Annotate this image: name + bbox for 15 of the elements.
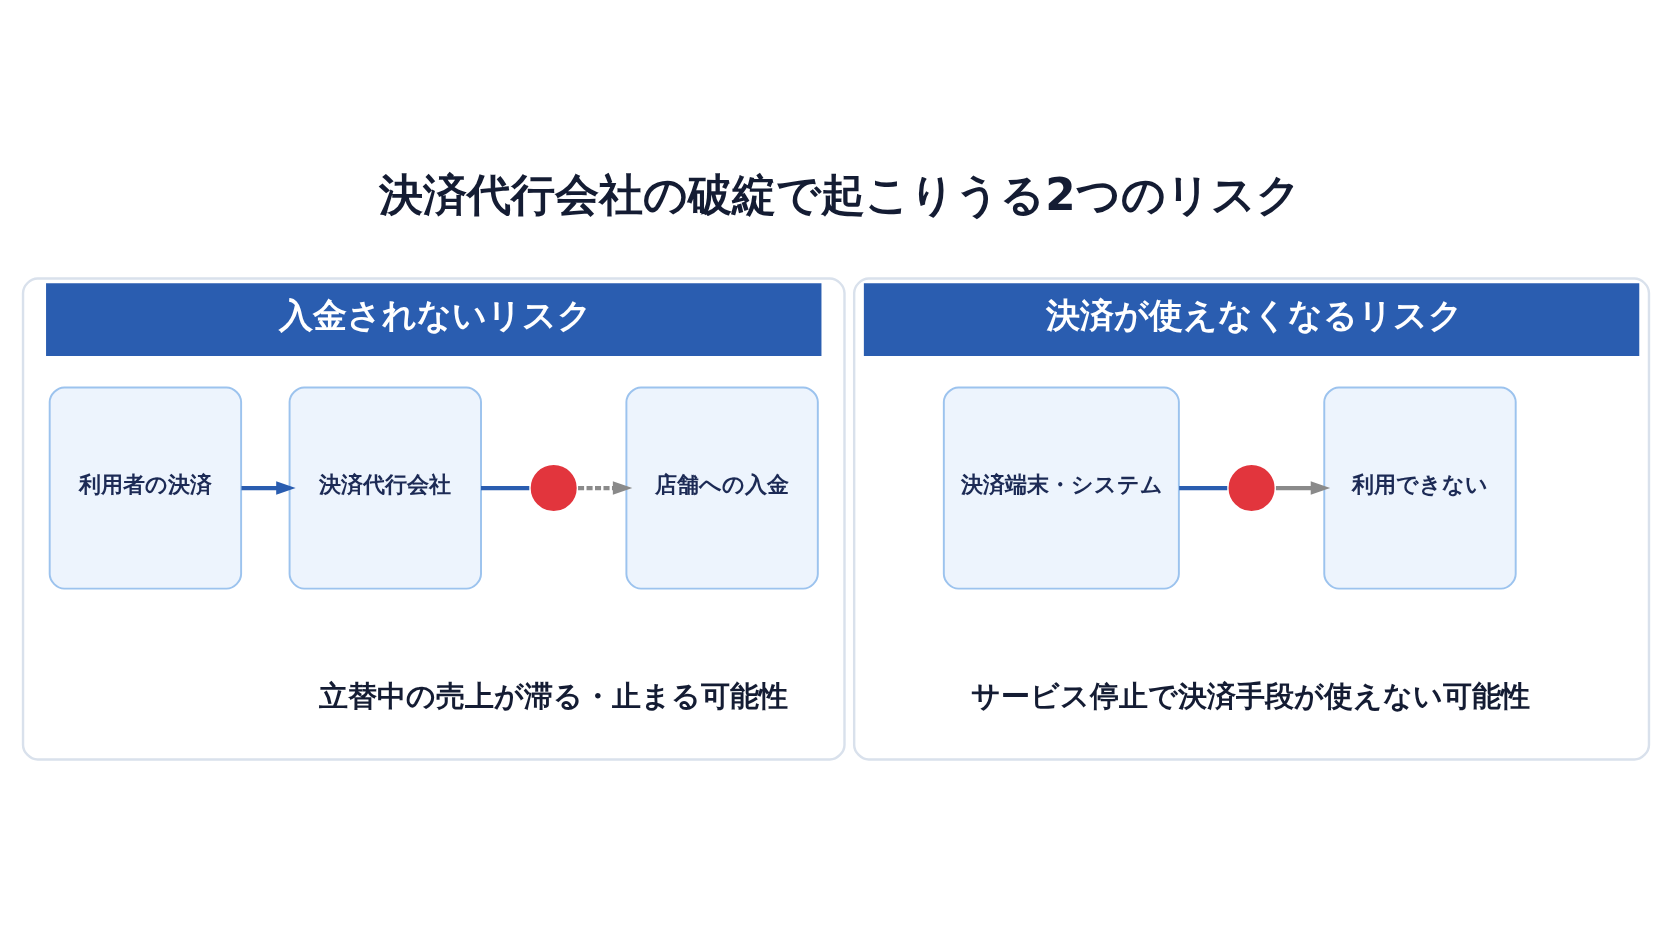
node-box: 利用できない xyxy=(1323,386,1517,590)
node-text: 立替中の売上が滞る・止まる可能性 xyxy=(318,679,788,714)
node-box: 店舗への入金 xyxy=(625,386,819,590)
node-box: 決済代行会社 xyxy=(288,386,482,590)
arrow xyxy=(578,481,633,495)
node-box: 利用者の決済 xyxy=(48,386,243,590)
arrow xyxy=(241,481,296,495)
diagram-title: 決済代行会社の破綻で起こりうる2つのリスク xyxy=(379,170,1301,221)
node-text: サービス停止で決済手段が使えない可能性 xyxy=(971,679,1531,714)
connector xyxy=(1179,485,1228,491)
arrow xyxy=(1275,481,1331,495)
connector xyxy=(481,485,530,491)
node-box: 決済端末・システム xyxy=(942,386,1180,590)
node-circle xyxy=(1226,462,1277,514)
node-circle xyxy=(528,462,580,514)
